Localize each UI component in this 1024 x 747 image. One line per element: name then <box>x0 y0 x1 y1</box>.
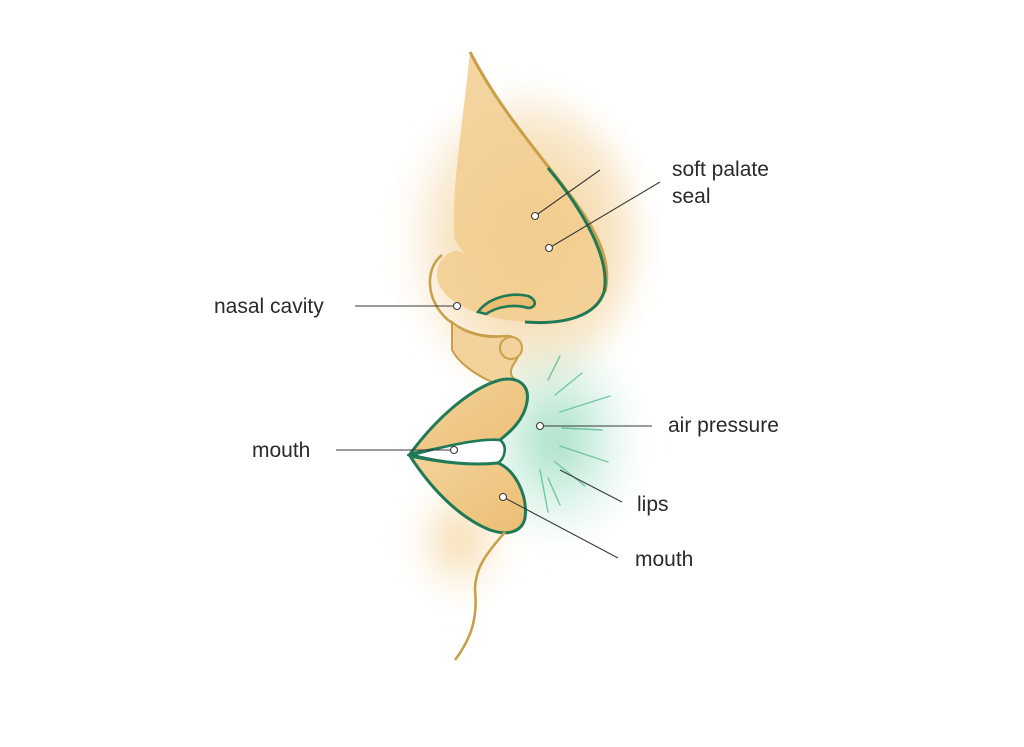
label-air-pressure: air pressure <box>668 414 779 437</box>
label-soft-palate-line1: soft palate <box>672 158 769 181</box>
label-soft-palate-line2: seal <box>672 185 711 208</box>
label-nasal-cavity: nasal cavity <box>214 295 324 318</box>
label-mouth-lower: mouth <box>635 548 693 571</box>
label-lips: lips <box>637 493 669 516</box>
label-mouth-left: mouth <box>252 439 310 462</box>
philtrum-bump <box>500 337 522 359</box>
